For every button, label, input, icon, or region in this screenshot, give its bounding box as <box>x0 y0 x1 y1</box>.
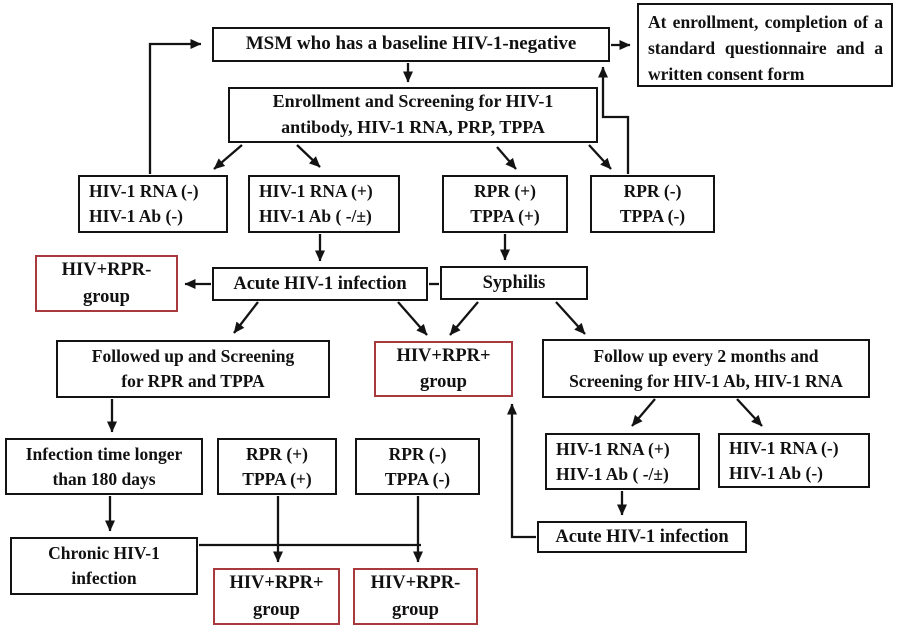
arrow-acute-to-followed <box>233 301 259 334</box>
node-hiv1-rna-neg-ab-neg: HIV-1 RNA (-) HIV-1 Ab (-) <box>78 175 228 233</box>
arrow-syphilis-to-grp-mid <box>449 301 479 336</box>
node-infection-time-180: Infection time longer than 180 days <box>5 438 203 495</box>
arrow-rna-neg-loop-to-msm <box>148 39 202 174</box>
node-acute-hiv1-infection: Acute HIV-1 infection <box>212 267 428 301</box>
node-rpr-pos-tppa-pos: RPR (+) TPPA (+) <box>442 175 568 233</box>
node-enrollment-note: At enrollment, completion of a standard … <box>637 3 893 87</box>
node-rpr-pos-tppa-pos-2: RPR (+) TPPA (+) <box>217 438 337 495</box>
arrow-screen-to-rna-pos <box>296 144 321 168</box>
arrow-screen-to-rpr-neg <box>588 144 612 170</box>
node-hiv-rpr-pos-group-bottom: HIV+RPR+ group <box>213 568 340 625</box>
arrow-screen-to-rpr-pos <box>496 146 517 170</box>
node-enrollment-screening: Enrollment and Screening for HIV-1 antib… <box>228 87 598 143</box>
node-hiv-rpr-pos-group-mid: HIV+RPR+ group <box>374 341 513 397</box>
arrow-follow2-to-rna-pos2 <box>631 398 656 427</box>
node-rpr-neg-tppa-neg-2: RPR (-) TPPA (-) <box>355 438 480 495</box>
arrow-follow2-to-rna-neg2 <box>736 398 763 427</box>
node-hiv1-rna-neg-ab-neg-2: HIV-1 RNA (-) HIV-1 Ab (-) <box>718 433 870 488</box>
node-hiv1-rna-pos-ab-ind: HIV-1 RNA (+) HIV-1 Ab ( -/±) <box>248 175 400 233</box>
node-hiv1-rna-pos-ab-ind-2: HIV-1 RNA (+) HIV-1 Ab ( -/±) <box>545 433 700 490</box>
arrow-acute-to-grp-mid <box>397 301 428 336</box>
node-msm-baseline: MSM who has a baseline HIV-1-negative <box>212 27 610 62</box>
node-chronic-hiv1-infection: Chronic HIV-1 infection <box>10 537 198 595</box>
node-rpr-neg-tppa-neg: RPR (-) TPPA (-) <box>590 175 715 233</box>
node-acute-hiv1-infection-2: Acute HIV-1 infection <box>537 521 747 553</box>
node-hiv-rpr-neg-group-bottom: HIV+RPR- group <box>353 568 478 625</box>
arrow-syphilis-to-follow2 <box>555 301 586 335</box>
arrow-rpr-neg-loop-to-msm <box>598 66 630 174</box>
node-hiv-rpr-neg-group-top: HIV+RPR- group <box>35 255 178 312</box>
node-syphilis: Syphilis <box>440 266 588 300</box>
node-followed-up-screening: Followed up and Screening for RPR and TP… <box>56 340 330 398</box>
arrow-acute2-to-grp-mid <box>507 403 536 539</box>
arrow-screen-to-rna-neg <box>213 144 243 170</box>
node-follow-up-2-months: Follow up every 2 months and Screening f… <box>542 339 870 398</box>
